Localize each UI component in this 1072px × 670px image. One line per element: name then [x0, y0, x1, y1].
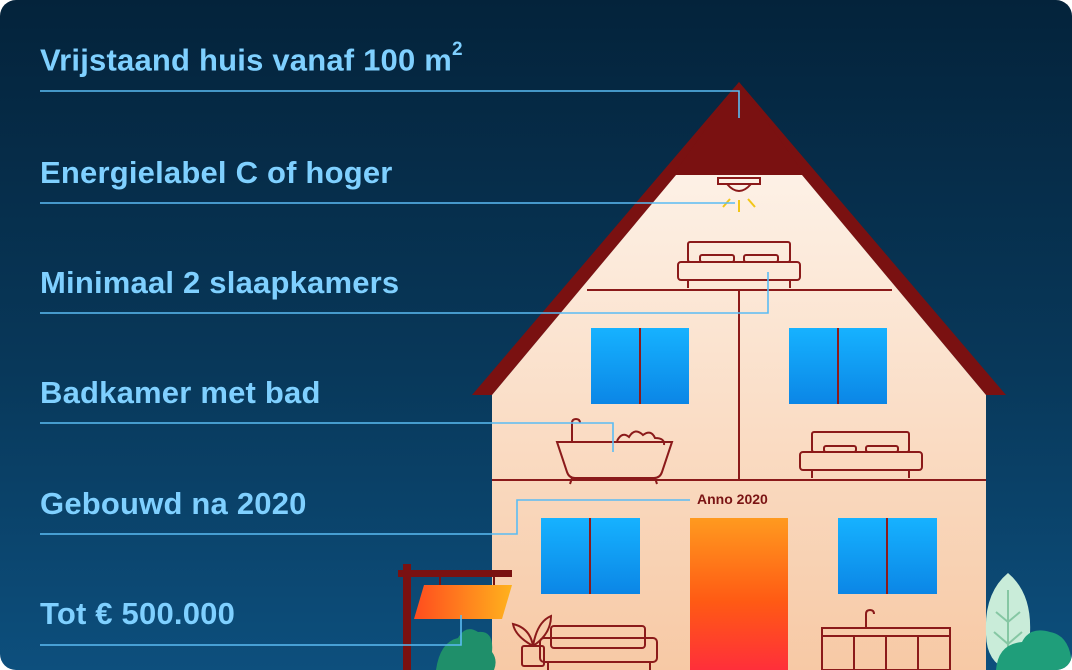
attic-bed-icon [677, 241, 801, 288]
kitchen-counter-icon [821, 608, 951, 670]
for-sale-sign [398, 564, 512, 670]
front-door [690, 518, 788, 670]
window-upper-left [591, 328, 689, 404]
feature-built-year: Gebouwd na 2020 [40, 486, 307, 521]
feature-bathroom: Badkamer met bad [40, 375, 321, 410]
callout-line-built [40, 499, 690, 535]
feature-house-size: Vrijstaand huis vanaf 100 m2 [40, 40, 463, 78]
year-plaque: Anno 2020 [697, 491, 768, 507]
roof-peak [673, 82, 805, 175]
callout-line-bathroom [40, 422, 614, 452]
plant-icon [511, 614, 553, 667]
bathtub-icon [555, 417, 674, 485]
second-bedroom-bed-icon [799, 431, 923, 478]
feature-price: Tot € 500.000 [40, 596, 236, 631]
feature-energy-label: Energielabel C of hoger [40, 155, 393, 190]
feature-house-size-superscript: 2 [452, 39, 463, 60]
window-upper-right [789, 328, 887, 404]
bush-right [996, 630, 1072, 670]
feature-bedrooms: Minimaal 2 slaapkamers [40, 265, 400, 300]
window-ground-right [838, 518, 937, 594]
callout-line-price [40, 615, 462, 646]
callout-line-house-size [40, 90, 740, 118]
window-ground-left [541, 518, 640, 594]
feature-house-size-text: Vrijstaand huis vanaf 100 m [40, 42, 453, 78]
sofa-icon [539, 625, 658, 670]
bush-left [436, 629, 496, 670]
callout-line-bedrooms [40, 272, 769, 314]
